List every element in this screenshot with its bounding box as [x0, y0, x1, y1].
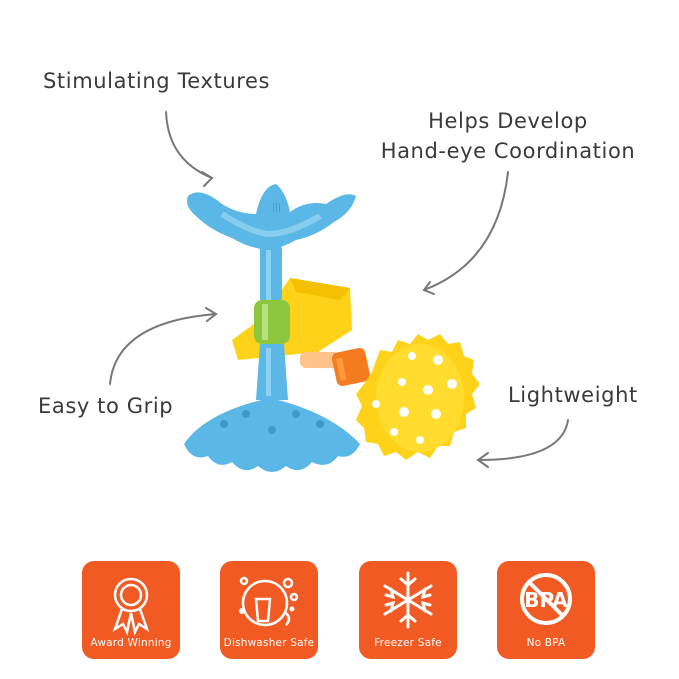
award-ribbon-icon [112, 577, 150, 636]
svg-text:|||: ||| [272, 203, 281, 213]
dishwasher-icon [239, 576, 299, 627]
arrowhead-stimulating [201, 171, 214, 187]
arrow-stimulating-textures [165, 111, 213, 179]
arrowhead-hand-eye [422, 281, 435, 295]
badge-dishwasher-safe: Dishwasher Safe [220, 561, 318, 659]
callout-lightweight: Lightweight [508, 383, 638, 407]
no-bpa-icon: BPA [520, 573, 572, 625]
badge-label: Freezer Safe [374, 637, 442, 649]
callout-helps-line2: Hand-eye Coordination [380, 139, 636, 163]
arrowhead-lightweight [476, 452, 489, 468]
badge-freezer-safe: Freezer Safe [359, 561, 457, 659]
badge-label: Dishwasher Safe [223, 637, 315, 649]
callout-hand-eye-coordination: Helps Develop Hand-eye Coordination [370, 106, 646, 166]
badge-no-bpa: BPA No BPA [497, 561, 595, 659]
arrowhead-easy-grip [205, 307, 218, 322]
snowflake-icon [383, 571, 433, 629]
blue-stem [254, 244, 290, 400]
blue-flower-top: ||| [187, 184, 356, 250]
callout-easy-to-grip: Easy to Grip [38, 394, 174, 418]
orange-connector [300, 347, 371, 387]
badge-label: Award Winning [90, 637, 172, 649]
yellow-spiked-wheel [356, 334, 480, 460]
blue-flower-base [184, 398, 360, 472]
callout-stimulating-textures: Stimulating Textures [43, 69, 271, 93]
callout-helps-line1: Helps Develop [428, 109, 588, 133]
badge-label: No BPA [526, 637, 566, 649]
arrow-easy-grip [109, 313, 217, 385]
arrow-lightweight [477, 419, 569, 461]
badge-award-winning: Award Winning [82, 561, 180, 659]
arrow-hand-eye [423, 171, 509, 291]
